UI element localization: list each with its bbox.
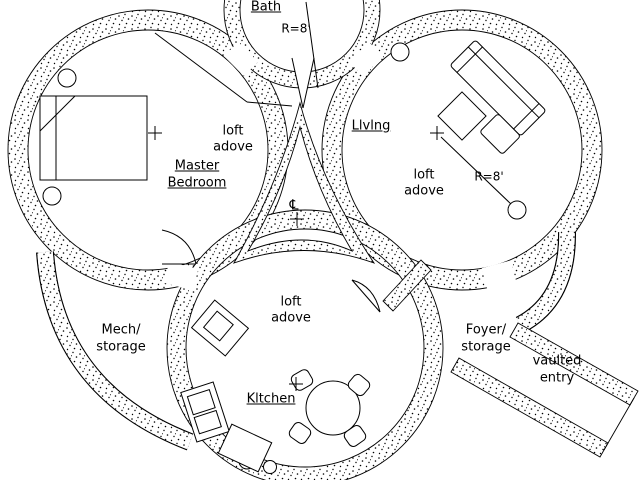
room-label-living: Llvlng	[351, 118, 391, 134]
room-label-kitchen: Kltchen	[246, 391, 296, 407]
dining-chairs	[288, 369, 371, 447]
door-swing-kitchen	[351, 279, 381, 313]
radius-label-living: R=8'	[474, 169, 504, 184]
coffee-table	[437, 91, 487, 141]
kitchen-foyer-stub-wall	[382, 259, 432, 312]
loft-label-3-line2: adove	[271, 310, 311, 326]
kitchen-counter-c	[217, 423, 273, 473]
centerline-symbol: ℄	[289, 197, 299, 214]
loft-label-2-line2: adove	[404, 183, 444, 199]
wall-openings	[163, 42, 517, 291]
center-mark-core	[290, 212, 304, 226]
room-label-mech-line1: Mech/	[101, 322, 141, 338]
door-swing-master	[161, 229, 197, 265]
room-label-mech-line2: storage	[96, 339, 146, 355]
entry-label-line1: vaulted	[532, 353, 582, 369]
loft-label-2-line1: loft	[413, 167, 435, 183]
entry-label-line2: entry	[539, 370, 575, 386]
foyer-storage-outer-wall	[515, 231, 577, 333]
radius-label-bath: R=8'	[281, 21, 311, 36]
interior-partition-lines	[154, 32, 315, 109]
central-core-wall	[233, 101, 376, 264]
center-mark-living	[430, 126, 444, 140]
room-label-foyer-line1: Foyer/	[465, 322, 507, 338]
room-label-master-line2: Bedroom	[167, 175, 227, 191]
center-mark-master	[148, 126, 162, 140]
radius-line-bath	[305, 1, 319, 89]
loft-label-3-line1: loft	[280, 294, 302, 310]
center-mark-kitchen	[289, 377, 303, 391]
mech-storage-outer-wall	[36, 251, 194, 451]
bed	[39, 95, 148, 181]
entry-corridor-walls	[450, 322, 639, 458]
bath-dome-wall	[223, 0, 381, 89]
living-dome-wall	[321, 9, 603, 291]
room-label-master-line1: Master	[174, 158, 220, 174]
kitchen-dome-wall	[166, 209, 444, 480]
kitchen-counter-b	[180, 381, 230, 443]
dining-table	[305, 380, 361, 436]
radius-line-living	[440, 136, 513, 206]
room-label-bath: Bath	[250, 0, 282, 15]
sofa	[450, 40, 546, 154]
loft-label-1-line1: loft	[222, 123, 244, 139]
loft-label-1-line2: adove	[213, 139, 253, 155]
kitchen-counter-a	[190, 299, 250, 357]
room-label-foyer-line2: storage	[461, 339, 511, 355]
